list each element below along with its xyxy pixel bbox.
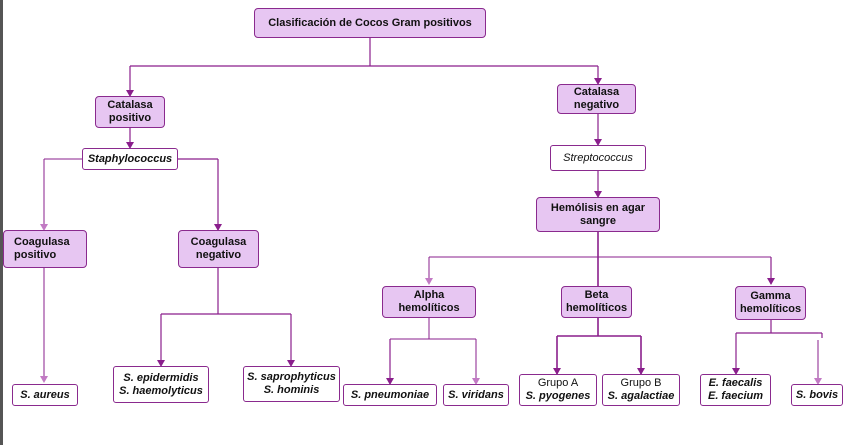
node-catalasa-positivo: Catalasa positivo xyxy=(95,96,165,128)
label-line: Catalasa xyxy=(573,86,620,98)
label-line: hemolíticos xyxy=(398,302,460,314)
node-alpha-hemoliticos: Alpha hemolíticos xyxy=(382,286,476,318)
leaf-enterococcus: E. faecalis E. faecium xyxy=(700,374,771,406)
node-coagulasa-positivo: Coagulasa positivo xyxy=(3,230,87,268)
label-line: negativo xyxy=(195,249,242,261)
node-staphylococcus: Staphylococcus xyxy=(82,148,178,170)
label-line: Gamma xyxy=(750,290,791,302)
label-line: Coagulasa xyxy=(190,236,247,248)
label-text: S. pneumoniae xyxy=(350,388,430,401)
label-line: Grupo B xyxy=(620,377,662,389)
label-text: Streptococcus xyxy=(563,151,633,164)
label-line: hemolíticos xyxy=(565,302,628,314)
label-text: S. aureus xyxy=(20,388,70,401)
label-line: sangre xyxy=(579,214,617,227)
label-line: negativo xyxy=(573,99,620,111)
label-line: S. haemolyticus xyxy=(119,384,203,397)
node-hemolisis: Hemólisis en agar sangre xyxy=(536,197,660,232)
label-line: S. hominis xyxy=(263,384,320,396)
node-gamma-hemoliticos: Gamma hemolíticos xyxy=(735,286,806,320)
title-node: Clasificación de Cocos Gram positivos xyxy=(254,8,486,38)
label-line: Alpha xyxy=(413,289,445,301)
label-line: Grupo A xyxy=(537,377,579,389)
leaf-s-pneumoniae: S. pneumoniae xyxy=(343,384,437,406)
label-line: Coagulasa xyxy=(14,236,70,248)
leaf-grupo-b: Grupo B S. agalactiae xyxy=(602,374,680,406)
label-text: S. viridans xyxy=(448,388,504,401)
node-beta-hemoliticos: Beta hemolíticos xyxy=(561,286,632,318)
title-text: Clasificación de Cocos Gram positivos xyxy=(268,16,472,29)
label-line: S. agalactiae xyxy=(607,390,675,402)
label-line: Beta xyxy=(584,289,609,301)
label-line: Hemólisis en agar xyxy=(550,201,646,214)
label-line: positivo xyxy=(108,112,152,124)
label-line: S. pyogenes xyxy=(525,390,591,402)
window-edge xyxy=(0,0,3,445)
leaf-s-aureus: S. aureus xyxy=(12,384,78,406)
node-streptococcus: Streptococcus xyxy=(550,145,646,171)
label-text: Staphylococcus xyxy=(87,152,173,165)
label-line: positivo xyxy=(14,249,57,261)
leaf-s-bovis: S. bovis xyxy=(791,384,843,406)
label-text: S. bovis xyxy=(795,388,839,401)
leaf-s-epidermidis: S. epidermidis S. haemolyticus xyxy=(113,366,209,403)
label-line: E. faecium xyxy=(707,390,764,402)
label-line: S. epidermidis xyxy=(123,371,199,384)
leaf-s-saprophyticus: S. saprophyticus S. hominis xyxy=(243,366,340,402)
label-line: S. saprophyticus xyxy=(247,371,336,383)
label-line: E. faecalis xyxy=(708,377,763,389)
leaf-s-viridans: S. viridans xyxy=(443,384,509,406)
node-coagulasa-negativo: Coagulasa negativo xyxy=(178,230,259,268)
leaf-grupo-a: Grupo A S. pyogenes xyxy=(519,374,597,406)
label-line: hemolíticos xyxy=(739,303,802,315)
label-line: Catalasa xyxy=(107,99,153,111)
node-catalasa-negativo: Catalasa negativo xyxy=(557,84,636,114)
